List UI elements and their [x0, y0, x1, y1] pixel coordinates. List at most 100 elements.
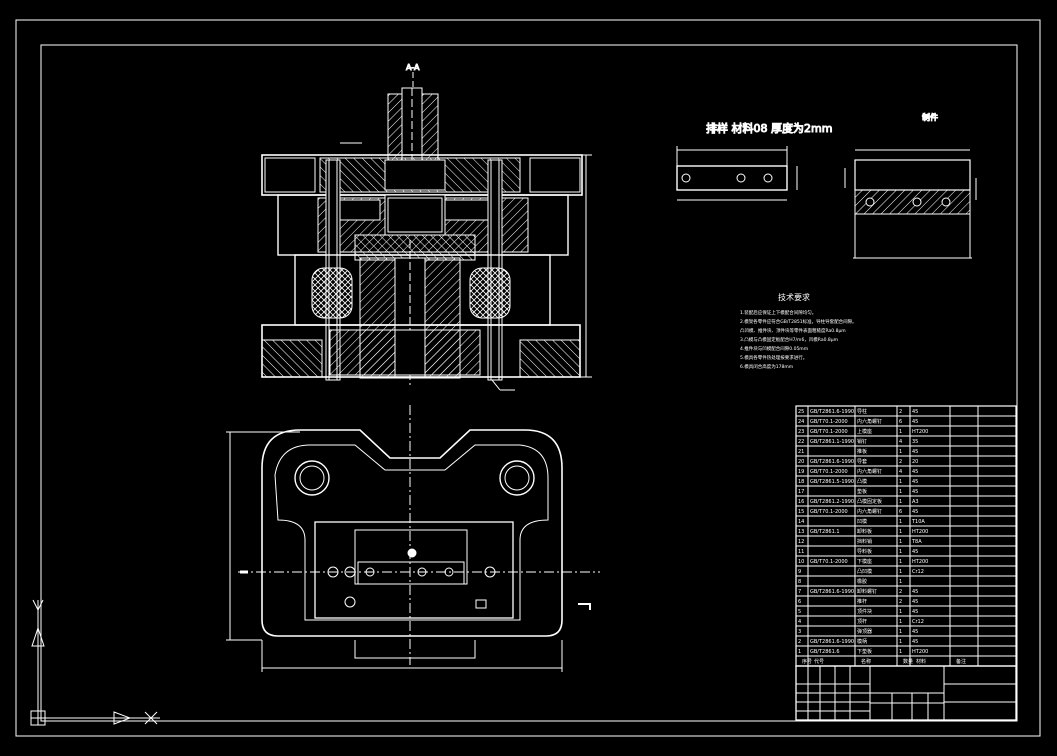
bom-cell: 24	[798, 419, 804, 425]
bom-cell: 推板	[857, 448, 867, 455]
section-view-label: A-A	[406, 63, 420, 72]
bom-cell: GB/T2861.6-1990	[810, 459, 854, 465]
bom-cell: 4	[798, 619, 801, 625]
bom-cell: 顶杆	[857, 618, 867, 625]
bom-cell: GB/T2861.2-1990	[810, 499, 854, 505]
bom-cell: 4	[899, 469, 902, 475]
bom-cell: 22	[798, 439, 804, 445]
bom-cell: 20	[798, 459, 804, 465]
bom-cell: 2	[798, 639, 801, 645]
bom-cell: 23	[798, 429, 804, 435]
bom-cell: 6	[899, 419, 902, 425]
tech-req-line-6: 5.模具各零件热处理按要求进行。	[740, 354, 807, 361]
bom-cell: 1	[899, 449, 902, 455]
bom-cell: 导柱	[857, 408, 867, 415]
tech-req-line-4: 3.凸模与凸模固定板配合H7/m6，凹模Ra0.8μm	[740, 336, 838, 343]
bom-cell: 4	[899, 439, 902, 445]
bom-cell: HT200	[912, 529, 928, 535]
bom-cell: 35	[912, 439, 918, 445]
bom-cell: Cr12	[912, 619, 924, 625]
bom-cell: GB/T2861.1	[810, 529, 840, 535]
bom-cell: 16	[798, 499, 804, 505]
bom-cell: 18	[798, 479, 804, 485]
bom-cell: HT200	[912, 649, 928, 655]
bom-cell: GB/T70.1-2000	[810, 419, 848, 425]
bom-cell: 内六角螺钉	[857, 508, 882, 515]
bom-cell: GB/T2861.6	[810, 649, 840, 655]
bom-cell: 2	[899, 599, 902, 605]
bom-cell: 1	[899, 519, 902, 525]
bom-cell: 45	[912, 469, 918, 475]
bom-cell: 顶件块	[857, 608, 872, 615]
bom-cell: 下模座	[857, 558, 872, 565]
bom-cell: 1	[899, 499, 902, 505]
bom-cell: 导套	[857, 458, 867, 465]
bom-cell: 1	[899, 609, 902, 615]
inner-border	[40, 44, 1018, 722]
bom-cell: 45	[912, 599, 918, 605]
bom-cell: 19	[798, 469, 804, 475]
bom-cell: 1	[798, 649, 801, 655]
bom-cell: HT200	[912, 429, 928, 435]
bom-header-cell: 数量	[903, 658, 913, 665]
bom-cell: 1	[899, 529, 902, 535]
bom-header-cell: 序号	[802, 658, 812, 665]
bom-cell: T8A	[911, 539, 922, 545]
blank-layout-view: 排样 材料08 厚度为2mm	[676, 121, 833, 201]
bom-cell: 2	[899, 459, 902, 465]
tech-requirements-title: 技术要求	[778, 292, 810, 302]
blank-layout-title: 排样 材料08 厚度为2mm	[706, 121, 832, 135]
bom-cell: 6	[899, 509, 902, 515]
tech-req-line-2: 2.模架各零件应符合GB/T2851标准，导柱导套配合间隙。	[740, 318, 857, 325]
bom-cell: 内六角螺钉	[857, 468, 882, 475]
bom-cell: 45	[912, 639, 918, 645]
bom-cell: 1	[899, 619, 902, 625]
bom-cell: GB/T2861.5-1990	[810, 479, 854, 485]
bom-cell: 卸料螺钉	[857, 588, 877, 595]
bom-cell: 45	[912, 629, 918, 635]
bom-cell: 垫板	[857, 488, 867, 495]
bom-cell: 2	[899, 409, 902, 415]
section-view-a-a: A-A	[261, 63, 592, 391]
bom-cell: 21	[798, 449, 804, 455]
bom-cell: 25	[798, 409, 804, 415]
bom-cell: 1	[899, 539, 902, 545]
bom-cell: GB/T2861.6-1990	[810, 409, 854, 415]
bom-cell: 14	[798, 519, 804, 525]
title-block	[795, 665, 1017, 721]
bom-cell: 1	[899, 559, 902, 565]
bom-cell: A3	[912, 499, 919, 505]
bom-header-cell: 代号	[814, 658, 824, 665]
bom-cell: GB/T70.1-2000	[810, 509, 848, 515]
bom-cell: 1	[899, 639, 902, 645]
bom-cell: 7	[798, 589, 801, 595]
bom-cell: GB/T2861.1-1990	[810, 439, 854, 445]
bom-cell: 15	[798, 509, 804, 515]
bom-cell: 卸料板	[857, 528, 872, 535]
bom-cell: 推杆	[857, 598, 867, 605]
tech-req-line-1: 1.装配后应保证上下模配合间隙均匀。	[740, 309, 816, 316]
bom-cell: T10A	[911, 519, 925, 525]
bom-cell: 模柄	[857, 638, 867, 645]
bom-cell: 导料板	[857, 548, 872, 555]
tech-req-line-3: 凸凹模、推件块、顶件块等零件表面粗糙度Ra0.8μm	[740, 327, 846, 334]
bom-cell: 凸凹模	[857, 568, 872, 575]
bom-cell: 下垫板	[857, 648, 872, 655]
bom-cell: Cr12	[912, 569, 924, 575]
bom-cell: 1	[899, 489, 902, 495]
bom-cell: 45	[912, 589, 918, 595]
bom-cell: GB/T2861.6-1990	[810, 639, 854, 645]
bom-cell: 9	[798, 569, 801, 575]
bom-cell: 45	[912, 479, 918, 485]
bom-cell: 凸模固定板	[857, 498, 882, 505]
bom-cell: GB/T70.1-2000	[810, 429, 848, 435]
tech-requirements: 技术要求 1.装配后应保证上下模配合间隙均匀。 2.模架各零件应符合GB/T28…	[740, 292, 857, 370]
bom-cell: 橡胶	[857, 578, 867, 585]
bom-header-cell: 名称	[861, 658, 871, 665]
bom-cell: 2	[899, 589, 902, 595]
bom-cell: 17	[798, 489, 804, 495]
bom-cell: 1	[899, 429, 902, 435]
